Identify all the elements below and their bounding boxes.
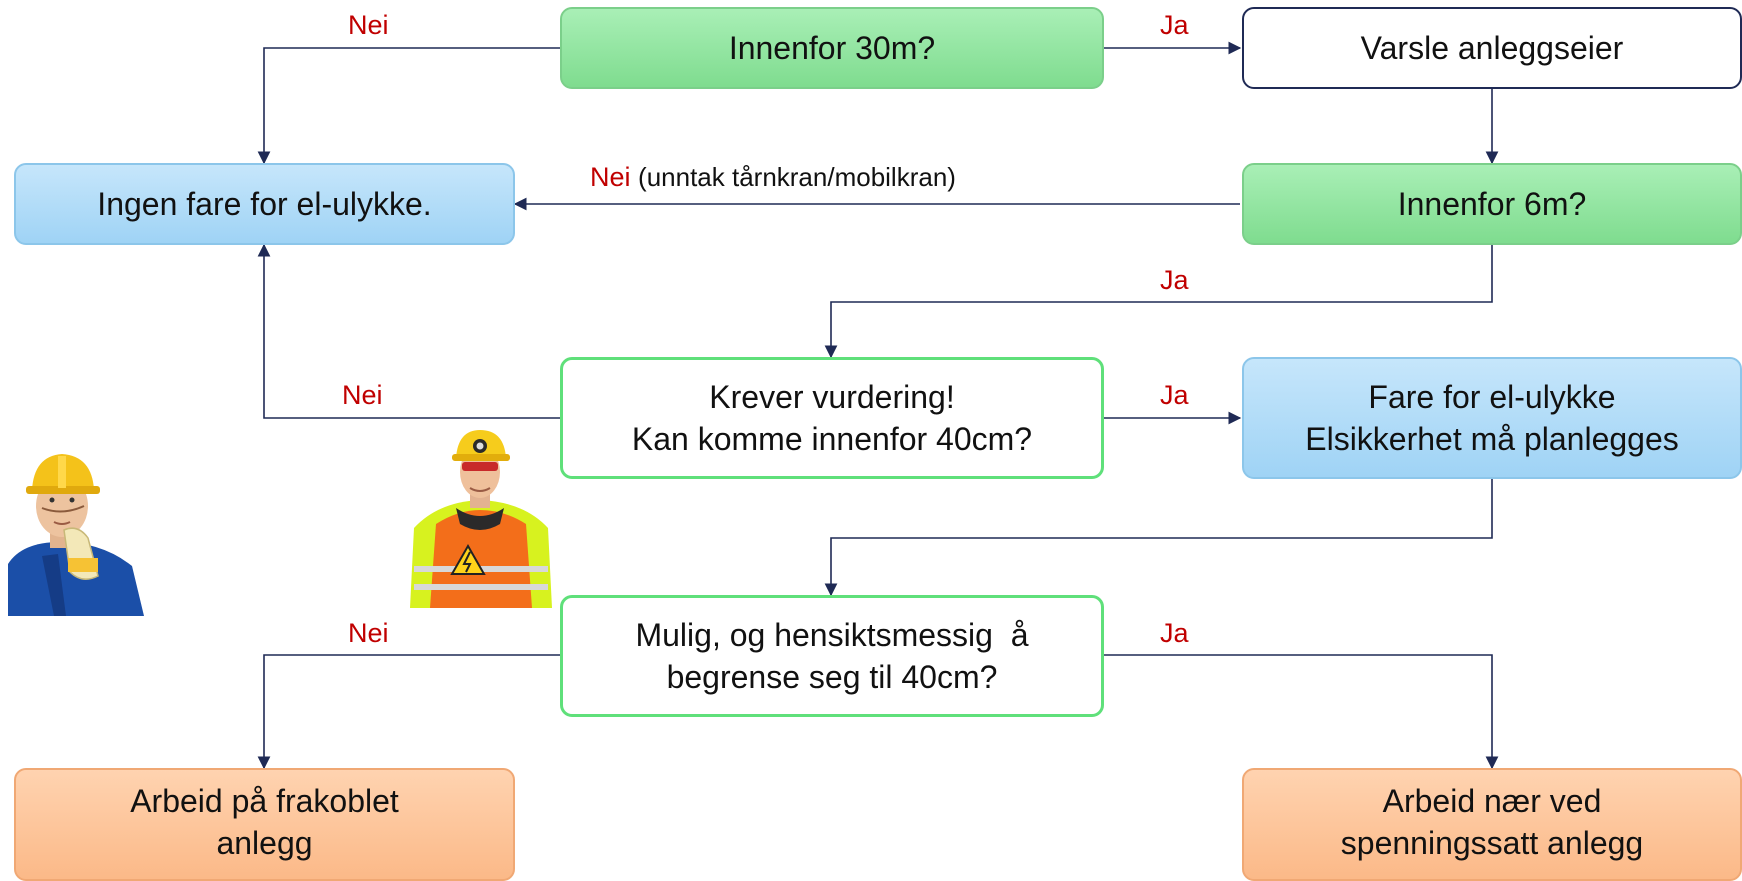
edge-krever-nei (257, 243, 560, 419)
edge-mulig-nei (257, 654, 560, 770)
label-exception-note: (unntak tårnkran/mobilkran) (638, 162, 956, 192)
node-arbeid-spenningssatt: Arbeid nær ved spenningssatt anlegg (1242, 768, 1742, 881)
node-text-line-2: Elsikkerhet må planlegges (1305, 421, 1679, 457)
node-arbeid-frakoblet: Arbeid på frakoblet anlegg (14, 768, 515, 881)
node-text: Ingen fare for el-ulykke. (97, 186, 432, 222)
node-text-line-2: Kan komme innenfor 40cm? (631, 421, 1033, 457)
node-mulig-begrense: Mulig, og hensiktsmessig å begrense seg … (560, 595, 1104, 717)
safety-worker-illustration (410, 430, 552, 608)
edge-fare-mulig (824, 479, 1493, 597)
node-text: Innenfor 6m? (1397, 186, 1587, 222)
label-nei-q6: Nei (unntak tårnkran/mobilkran) (590, 162, 956, 193)
node-text-line-1: Krever vurdering! (709, 379, 955, 415)
node-krever-vurdering: Krever vurdering! Kan komme innenfor 40c… (560, 357, 1104, 479)
label-ja-mulig: Ja (1160, 618, 1189, 648)
node-varsle-anleggseier: Varsle anleggseier (1242, 7, 1742, 89)
node-text-line-1: Arbeid nær ved (1382, 783, 1602, 819)
edge-q30-nei (257, 47, 560, 165)
node-text: Innenfor 30m? (728, 30, 936, 66)
node-text-line-2: begrense seg til 40cm? (666, 659, 998, 695)
node-innenfor-30m: Innenfor 30m? (560, 7, 1104, 89)
label-ja-q30: Ja (1160, 10, 1189, 40)
label-nei-krever: Nei (342, 380, 383, 410)
node-text-line-1: Mulig, og hensiktsmessig å (635, 617, 1029, 653)
label-nei-q30: Nei (348, 10, 389, 40)
node-text-line-1: Arbeid på frakoblet (130, 783, 399, 819)
node-innenfor-6m: Innenfor 6m? (1242, 163, 1742, 245)
thinking-worker-illustration (8, 454, 144, 616)
node-text-line-2: spenningssatt anlegg (1340, 825, 1644, 861)
node-text-line-1: Fare for el-ulykke (1368, 379, 1616, 415)
label-ja-krever: Ja (1160, 380, 1189, 410)
label-ja-q6: Ja (1160, 265, 1189, 295)
node-text-line-2: anlegg (216, 825, 313, 861)
edge-q6-ja (824, 245, 1493, 359)
node-ingen-fare: Ingen fare for el-ulykke. (14, 163, 515, 245)
label-nei-text: Nei (590, 162, 631, 192)
label-nei-mulig: Nei (348, 618, 389, 648)
node-fare-for-el-ulykke: Fare for el-ulykke Elsikkerhet må planle… (1242, 357, 1742, 479)
node-text: Varsle anleggseier (1360, 30, 1624, 66)
edge-mulig-ja (1104, 654, 1499, 770)
